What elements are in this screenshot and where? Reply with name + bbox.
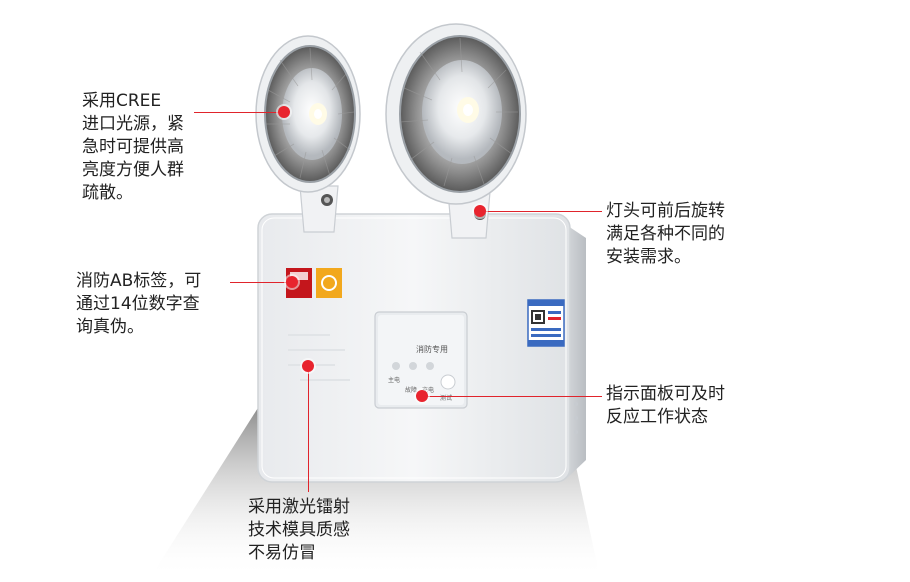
- annotation-indicator-panel: 指示面板可及时 反应工作状态: [606, 384, 725, 427]
- panel-label: 消防专用: [416, 345, 448, 354]
- leader-ab: [230, 282, 288, 283]
- annotation-fire-ab-label: 消防AB标签，可 通过14位数字查 询真伪。: [76, 271, 202, 337]
- leader-rotate: [478, 211, 602, 212]
- annotation-laser: 采用激光镭射 技术模具质感 不易仿冒: [248, 497, 350, 563]
- panel-button-label-charge: 充电: [422, 387, 435, 394]
- marker-panel: [416, 390, 428, 402]
- annotation-cree-light: 采用CREE 进口光源，紧 急时可提供高 亮度方便人群 疏散。: [82, 91, 184, 203]
- marker-rotate: [474, 205, 486, 217]
- panel-button-label-fault: 故障: [405, 387, 418, 394]
- leader-laser: [308, 366, 309, 492]
- fire-ab-label: [286, 268, 342, 298]
- annotation-rotatable-heads: 灯头可前后旋转 满足各种不同的 安装需求。: [606, 201, 725, 267]
- panel-button-label-test: 测试: [440, 395, 453, 402]
- panel-button-label-main: 主电: [388, 377, 401, 384]
- leader-cree: [194, 112, 284, 113]
- marker-laser: [302, 360, 314, 372]
- indicator-panel: [374, 311, 468, 409]
- left-bracket: [299, 185, 339, 233]
- left-lamp-head: [255, 35, 361, 193]
- leader-panel: [424, 396, 602, 397]
- qr-sticker: [527, 299, 565, 347]
- marker-cree: [278, 106, 290, 118]
- right-lamp-head: [385, 23, 527, 205]
- marker-ab: [286, 276, 298, 288]
